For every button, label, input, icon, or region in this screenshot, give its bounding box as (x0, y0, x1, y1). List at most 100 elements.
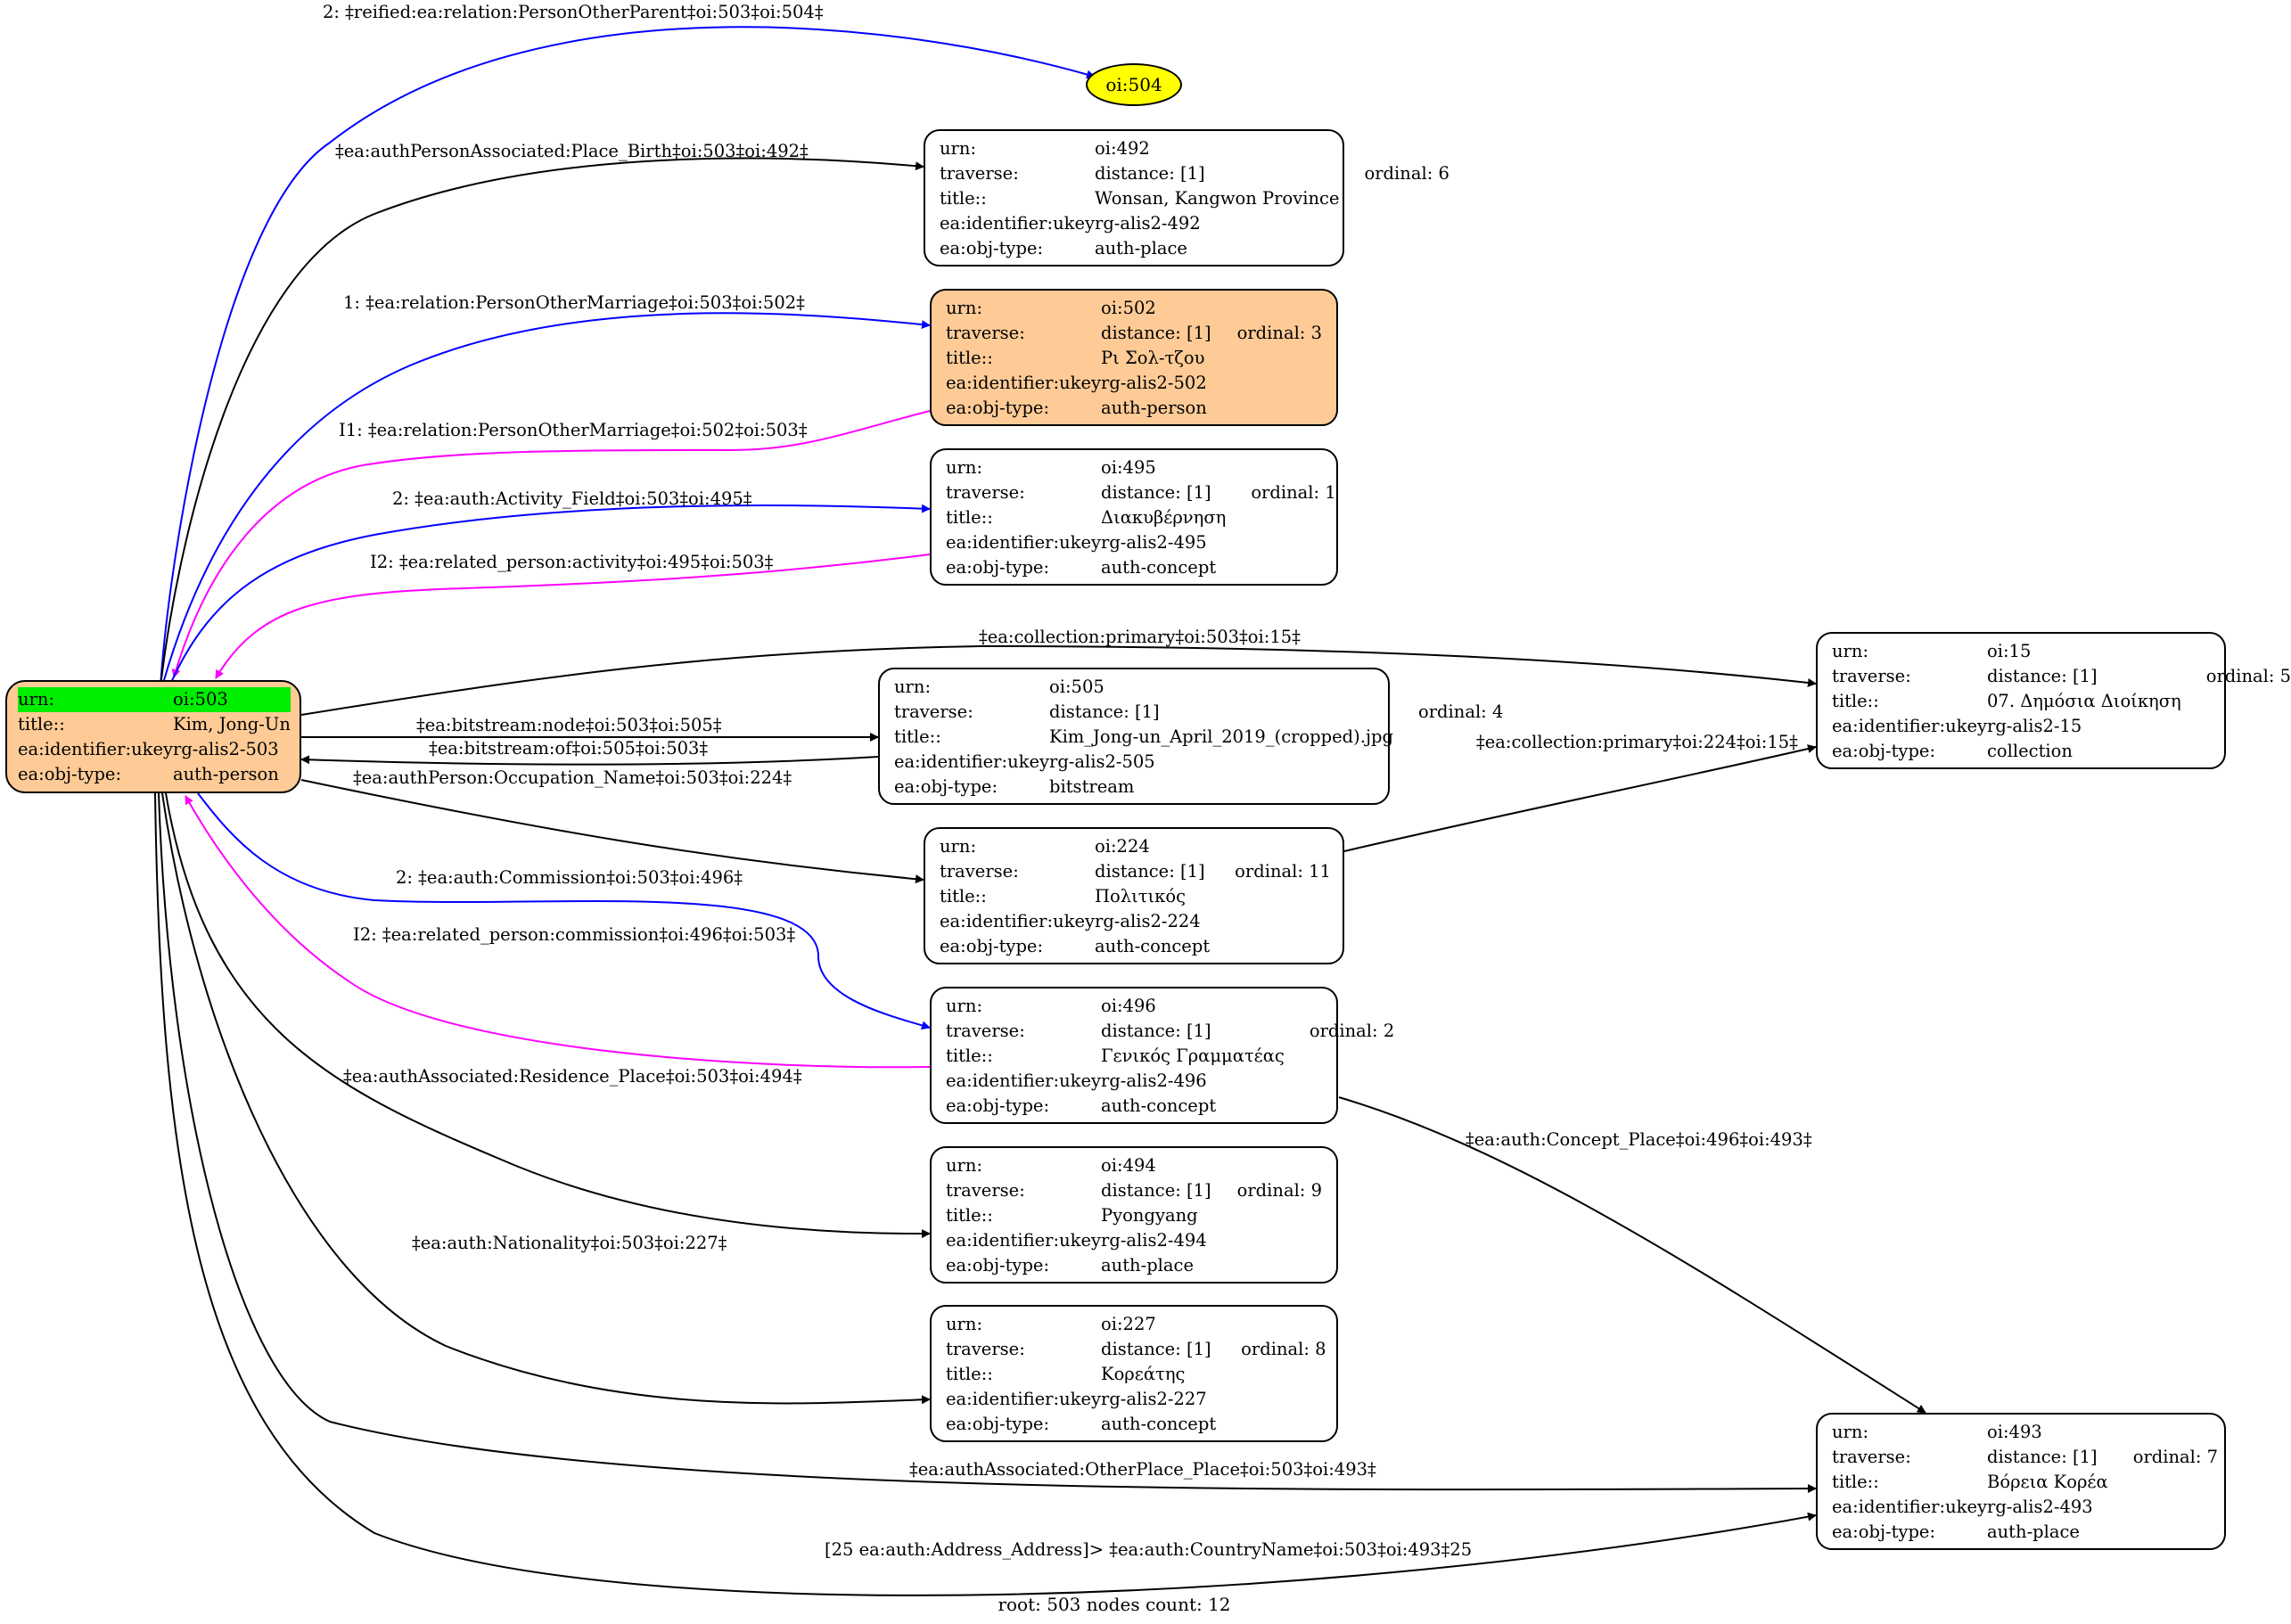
edge-line (300, 779, 924, 884)
node-ukey-value: rg-alis2-505 (1049, 751, 1155, 772)
node-ordinal-value: ordinal: 7 (2132, 1447, 2219, 1467)
root-type-value: auth-person (173, 764, 279, 784)
root-node-oi-503[interactable]: urn: oi:503 title:: Kim, Jong-Un ea:iden… (5, 680, 301, 793)
node-row-traverse: traverse:distance: [1]ordinal: 11 (940, 859, 1331, 884)
node-row-urn: urn:oi:505 (894, 675, 1503, 700)
node-traverse-value: distance: [1] (1101, 323, 1211, 343)
node-urn-key: urn: (940, 836, 977, 857)
node-ukey-key: ea:identifier:ukey (1832, 1497, 1987, 1517)
edge-label: ‡ea:auth:Concept_Place‡oi:496‡oi:493‡ (1466, 1129, 1812, 1150)
node-traverse-value: distance: [1] (1101, 482, 1211, 503)
node-urn-value: oi:494 (1101, 1155, 1156, 1176)
node-row-title: title::Κορεάτης (946, 1362, 1326, 1387)
node-urn-value: oi:15 (1987, 641, 2032, 661)
edge-line (197, 792, 931, 1030)
node-row-type: ea:obj-type:auth-place (940, 236, 1449, 261)
root-urn-key: urn: (18, 687, 173, 712)
node-ukey-key: ea:identifier:ukey (946, 1389, 1101, 1409)
node-type-key: ea:obj-type: (946, 1095, 1050, 1116)
node-row-traverse: traverse:distance: [1]ordinal: 9 (946, 1178, 1322, 1203)
ellipse-node-oi-504[interactable]: oi:504 (1086, 63, 1182, 106)
edge-label: ‡ea:auth:Nationality‡oi:503‡oi:227‡ (412, 1233, 727, 1253)
node-row-title: title::Kim_Jong-un_April_2019_(cropped).… (894, 725, 1503, 750)
node-ukey-key: ea:identifier:ukey (940, 213, 1095, 234)
node-ukey-value: rg-alis2-495 (1101, 532, 1207, 553)
node-ukey-key: ea:identifier:ukey (894, 751, 1049, 772)
edge-line (300, 755, 879, 766)
node-traverse-value: distance: [1] (1101, 1339, 1211, 1359)
root-node-ukey-row: ea:identifier:ukey rg-alis2-503 (18, 737, 291, 762)
node-type-value: auth-concept (1101, 557, 1217, 578)
node-title-value: Kim_Jong-un_April_2019_(cropped).jpg (1049, 726, 1393, 747)
edge-line (165, 792, 931, 1239)
node-type-value: auth-concept (1095, 936, 1211, 956)
node-type-key: ea:obj-type: (894, 776, 998, 797)
node-type-value: auth-concept (1101, 1095, 1217, 1116)
node-urn-key: urn: (946, 457, 983, 478)
node-type-value: collection (1987, 741, 2073, 761)
node-ukey-value: rg-alis2-494 (1101, 1230, 1207, 1251)
node-row-urn: urn:oi:496 (946, 994, 1394, 1019)
edge-line (161, 312, 931, 687)
node-row-type: ea:obj-type:auth-person (946, 396, 1322, 421)
node-title-key: title:: (946, 348, 993, 368)
edge-line (171, 410, 931, 678)
node-row-traverse: traverse:distance: [1]ordinal: 7 (1832, 1445, 2218, 1470)
node-row-type: ea:obj-type:auth-concept (946, 1412, 1326, 1437)
root-node-type-row: ea:obj-type: auth-person (18, 762, 291, 787)
edge-label: ‡ea:bitstream:node‡oi:503‡oi:505‡ (416, 715, 722, 735)
node-row-urn: urn:oi:495 (946, 455, 1336, 480)
node-ordinal-value: ordinal: 11 (1235, 861, 1331, 882)
node-row-title: title::07. Δημόσια Διοίκηση (1832, 689, 2291, 714)
node-traverse-key: traverse: (1832, 666, 1911, 686)
root-node-title-row: title:: Kim, Jong-Un (18, 712, 291, 737)
node-urn-value: oi:496 (1101, 996, 1156, 1016)
edge-label: 2: ‡reified:ea:relation:PersonOtherParen… (323, 2, 824, 22)
node-traverse-key: traverse: (946, 1339, 1025, 1359)
root-node-urn-row: urn: oi:503 (18, 687, 291, 712)
node-ukey-value: rg-alis2-224 (1095, 911, 1201, 931)
node-title-value: Γενικός Γραμματέας (1101, 1046, 1285, 1066)
node-title-key: title:: (894, 726, 941, 747)
node-row-type: ea:obj-type:auth-place (946, 1253, 1322, 1278)
edge-line (300, 644, 1817, 716)
node-title-value: Διακυβέρνηση (1101, 507, 1227, 528)
node-row-title: title::Pyongyang (946, 1203, 1322, 1228)
node-ordinal-value: ordinal: 8 (1241, 1339, 1326, 1359)
node-row-type: ea:obj-type:auth-concept (946, 555, 1336, 580)
root-node-table: urn: oi:503 title:: Kim, Jong-Un ea:iden… (18, 687, 291, 787)
root-type-key: ea:obj-type: (18, 764, 122, 784)
edge-label: ‡ea:authPerson:Occupation_Name‡oi:503‡oi… (353, 767, 792, 788)
node-title-value: Πολιτικός (1095, 886, 1187, 906)
node-row-urn: urn:oi:15 (1832, 639, 2291, 664)
node-row-traverse: traverse:distance: [1]ordinal: 6 (940, 161, 1449, 186)
node-traverse-value: distance: [1] (1987, 666, 2098, 686)
node-traverse-value: distance: [1] (1987, 1447, 2098, 1467)
node-ordinal-value: ordinal: 5 (2205, 666, 2291, 686)
node-type-value: auth-person (1101, 398, 1207, 418)
node-type-value: auth-place (1095, 238, 1187, 258)
edge-line (160, 26, 1096, 687)
node-ukey-value: rg-alis2-15 (1987, 716, 2082, 736)
edge-line (154, 792, 1817, 1596)
node-row-urn: urn:oi:227 (946, 1312, 1326, 1337)
edge-line (161, 792, 931, 1405)
node-row-type: ea:obj-type:collection (1832, 739, 2291, 764)
node-ordinal-value: ordinal: 6 (1364, 163, 1449, 184)
